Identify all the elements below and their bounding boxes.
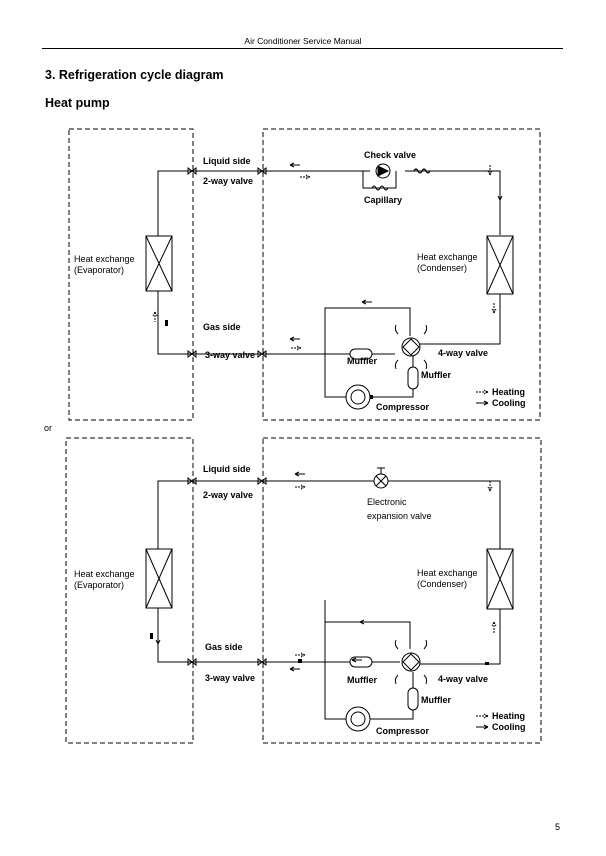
alternative-separator: or bbox=[44, 423, 53, 433]
section-subtitle: Heat pump bbox=[45, 96, 110, 110]
service-valve-3way-outdoor bbox=[257, 350, 267, 358]
indoor-hx-sublabel: (Evaporator) bbox=[74, 265, 124, 275]
four-way-valve-label: 4-way valve bbox=[438, 348, 488, 358]
refrigeration-diagram-capillary: Liquid side 2-way valve Gas side 3-way v… bbox=[68, 128, 541, 421]
legend-cooling-arrow bbox=[476, 724, 489, 730]
service-valve-2way-indoor bbox=[187, 477, 197, 485]
outdoor-heat-exchanger bbox=[486, 235, 514, 295]
indoor-hx-label: Heat exchange bbox=[74, 569, 135, 579]
indoor-heat-exchanger bbox=[145, 548, 173, 609]
gas-line bbox=[157, 584, 411, 663]
legend-heating-label: Heating bbox=[492, 387, 525, 397]
service-valve-2way-outdoor bbox=[257, 477, 267, 485]
three-way-valve-label: 3-way valve bbox=[205, 350, 255, 360]
indoor-hx-sublabel: (Evaporator) bbox=[74, 580, 124, 590]
two-way-valve-label: 2-way valve bbox=[203, 490, 253, 500]
legend-heating-label: Heating bbox=[492, 711, 525, 721]
liquid-side-label: Liquid side bbox=[203, 464, 251, 474]
liquid-side-label: Liquid side bbox=[203, 156, 251, 166]
indoor-unit-boundary bbox=[68, 128, 194, 421]
compressor-label: Compressor bbox=[376, 726, 430, 736]
four-way-valve-label: 4-way valve bbox=[438, 674, 488, 684]
outdoor-hx-sublabel: (Condenser) bbox=[417, 263, 467, 273]
muffler-1 bbox=[349, 348, 373, 360]
service-valve-3way-outdoor bbox=[257, 658, 267, 666]
capillary-label: Capillary bbox=[364, 195, 402, 205]
flow-arrows bbox=[152, 162, 503, 351]
outdoor-hx-sublabel: (Condenser) bbox=[417, 579, 467, 589]
indoor-hx-label: Heat exchange bbox=[74, 254, 135, 264]
compressor bbox=[345, 706, 371, 732]
muffler-2-label: Muffler bbox=[421, 370, 451, 380]
check-valve-label: Check valve bbox=[364, 150, 416, 160]
outdoor-unit-boundary bbox=[262, 437, 542, 744]
legend-heating-arrow bbox=[476, 389, 489, 395]
service-valve-3way-indoor bbox=[187, 350, 197, 358]
muffler-1-label: Muffler bbox=[347, 356, 377, 366]
muffler-2-label: Muffler bbox=[421, 695, 451, 705]
four-way-valve bbox=[401, 337, 421, 357]
gas-side-label: Gas side bbox=[205, 642, 243, 652]
flow-arrows bbox=[155, 471, 497, 672]
compressor-loop bbox=[324, 662, 414, 720]
legend-cooling-label: Cooling bbox=[492, 722, 526, 732]
compressor-loop bbox=[324, 354, 414, 398]
expansion-valve-sublabel: expansion valve bbox=[367, 511, 432, 521]
service-valve-2way-outdoor bbox=[257, 167, 267, 175]
two-way-valve-label: 2-way valve bbox=[203, 176, 253, 186]
header-rule bbox=[42, 48, 563, 49]
manual-header-title: Air Conditioner Service Manual bbox=[244, 36, 362, 46]
service-valve-2way-indoor bbox=[187, 167, 197, 175]
outdoor-unit-boundary bbox=[262, 128, 541, 421]
section-title: 3. Refrigeration cycle diagram bbox=[45, 68, 224, 82]
compressor-label: Compressor bbox=[376, 402, 430, 412]
page-number: 5 bbox=[555, 822, 561, 832]
gas-side-label: Gas side bbox=[203, 322, 241, 332]
compressor bbox=[345, 384, 371, 410]
muffler-1-label: Muffler bbox=[347, 675, 377, 685]
muffler-2 bbox=[407, 366, 419, 390]
expansion-valve-label: Electronic bbox=[367, 497, 407, 507]
muffler-2 bbox=[407, 687, 419, 711]
outdoor-heat-exchanger bbox=[486, 548, 514, 610]
service-valve-3way-indoor bbox=[187, 658, 197, 666]
indoor-heat-exchanger bbox=[145, 235, 173, 292]
legend-heating-arrow bbox=[476, 713, 489, 719]
refrigeration-diagram-expansion-valve: Liquid side 2-way valve Gas side 3-way v… bbox=[65, 437, 542, 744]
legend-cooling-arrow bbox=[476, 400, 489, 406]
outdoor-hx-label: Heat exchange bbox=[417, 568, 478, 578]
indoor-unit-boundary bbox=[65, 437, 194, 744]
muffler-1 bbox=[349, 656, 373, 668]
gas-line bbox=[157, 242, 411, 355]
outdoor-hx-label: Heat exchange bbox=[417, 252, 478, 262]
three-way-valve-label: 3-way valve bbox=[205, 673, 255, 683]
legend-cooling-label: Cooling bbox=[492, 398, 526, 408]
four-way-valve bbox=[401, 652, 421, 672]
